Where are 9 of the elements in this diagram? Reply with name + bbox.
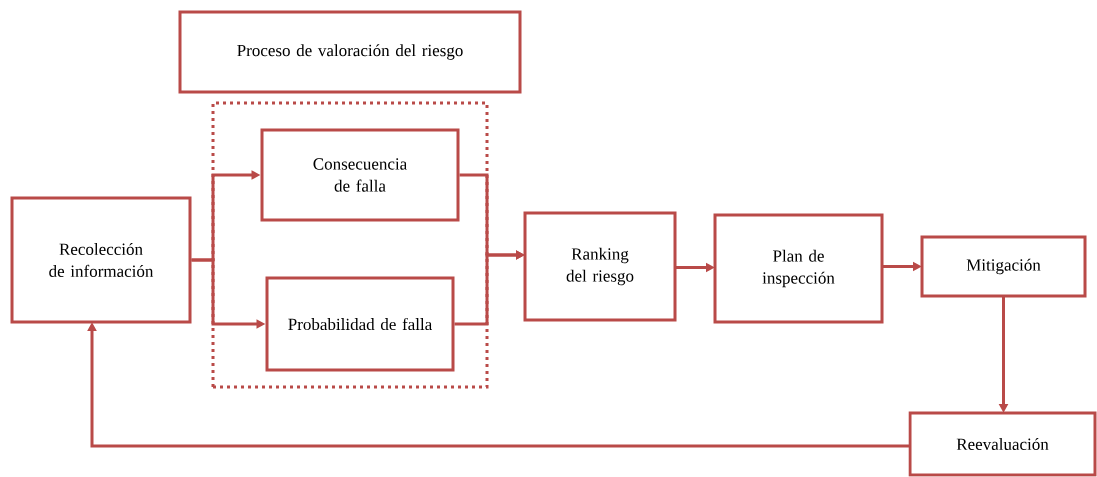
process-box: Mitigación bbox=[920, 235, 1087, 298]
process-box: Probabilidad de falla bbox=[265, 276, 455, 372]
process-box: Consecuencia de falla bbox=[260, 128, 460, 222]
dotted-group-frame bbox=[211, 101, 489, 389]
process-box: Plan de inspección bbox=[713, 213, 884, 324]
title-box: Proceso de valoración del riesgo bbox=[178, 10, 522, 94]
process-box: Recolección de información bbox=[10, 196, 192, 324]
process-box: Reevaluación bbox=[908, 411, 1097, 477]
process-box: Ranking del riesgo bbox=[523, 211, 677, 322]
